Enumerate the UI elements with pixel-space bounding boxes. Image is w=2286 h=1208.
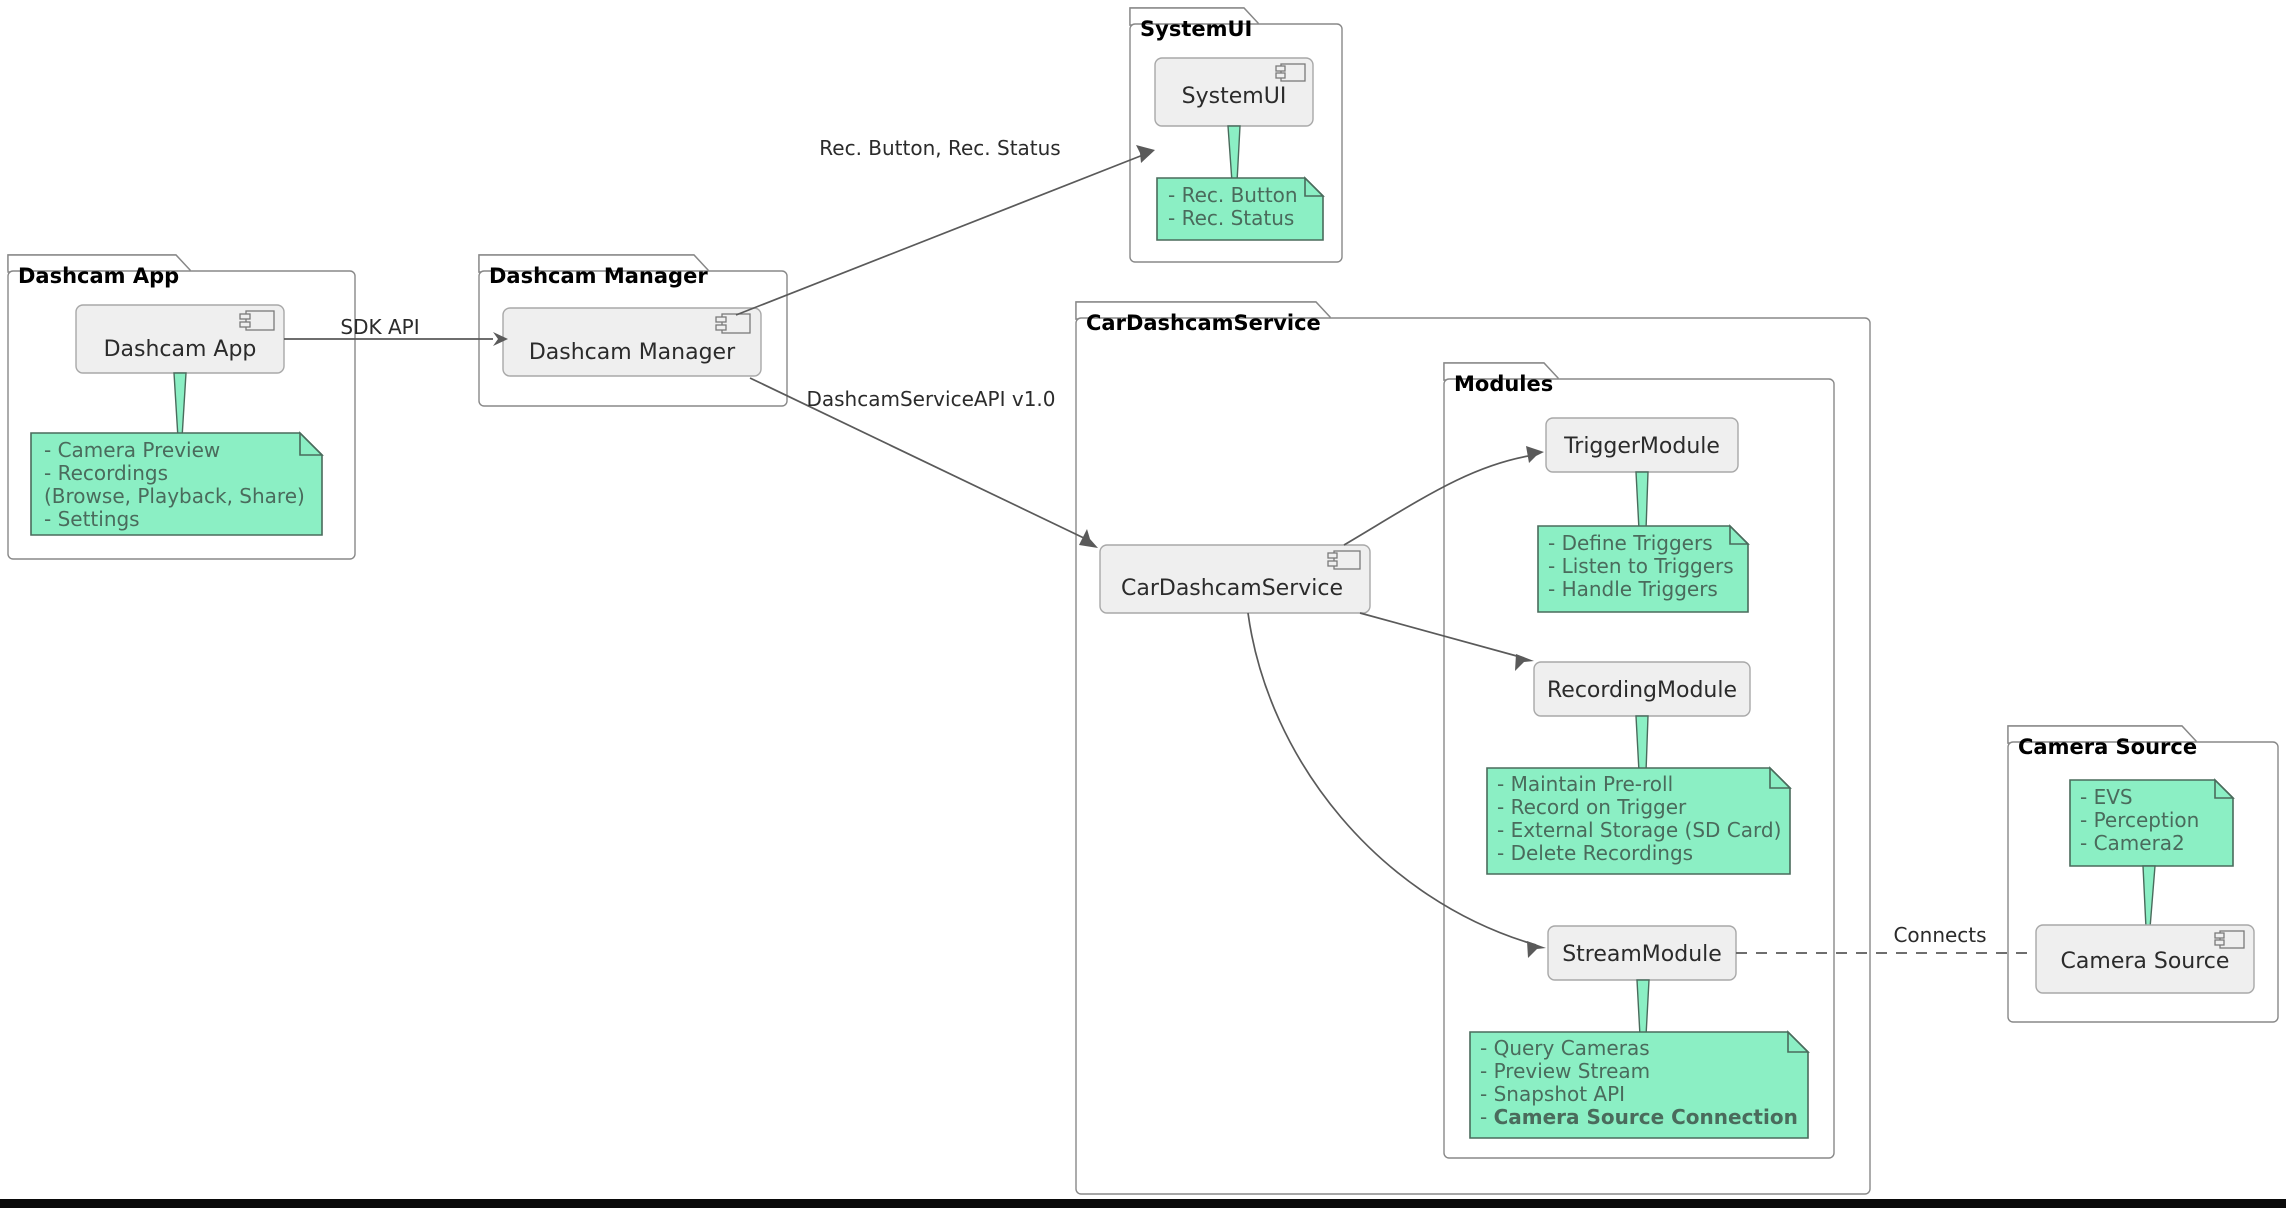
component-system-ui[interactable]: SystemUI xyxy=(1154,57,1314,127)
component-trigger-module[interactable]: TriggerModule xyxy=(1545,417,1739,473)
note-recording-module: - Maintain Pre-roll - Record on Trigger … xyxy=(1486,715,1792,875)
note-line: - External Storage (SD Card) xyxy=(1497,818,1781,842)
package-title-system-ui: SystemUI xyxy=(1140,17,1252,41)
component-label-system-ui: SystemUI xyxy=(1182,84,1287,109)
edge-line-to-trigger xyxy=(1343,454,1535,546)
note-body-trigger-module xyxy=(1537,525,1749,613)
edge-line-service-api xyxy=(749,377,1089,541)
note-line: - Define Triggers xyxy=(1548,531,1713,555)
note-system-ui: - Rec. Button - Rec. Status xyxy=(1156,125,1325,241)
edge-label-service-api: DashcamServiceAPI v1.0 xyxy=(806,387,1055,411)
component-box-dashcam-manager[interactable] xyxy=(502,307,762,377)
note-line: - Handle Triggers xyxy=(1548,577,1718,601)
note-fold-dashcam-app xyxy=(299,431,324,456)
note-line: - Camera Preview xyxy=(44,438,220,462)
note-fold-stream-module xyxy=(1787,1030,1810,1053)
package-title-dashcam-app: Dashcam App xyxy=(18,264,179,288)
note-line: - Query Cameras xyxy=(1480,1036,1650,1060)
note-fold-recording-module xyxy=(1769,766,1792,789)
edge-label-connects: Connects xyxy=(1893,923,1986,947)
edge-sdk-api: SDK API xyxy=(284,315,508,346)
component-label-dashcam-manager: Dashcam Manager xyxy=(529,340,736,365)
edge-rec-status: Rec. Button, Rec. Status xyxy=(735,136,1155,316)
component-label-dashcam-app: Dashcam App xyxy=(104,337,257,362)
component-label-camera-source: Camera Source xyxy=(2061,949,2230,974)
arrowhead-rec-status xyxy=(1136,145,1155,163)
component-car-dashcam-service[interactable]: CarDashcamService xyxy=(1099,544,1371,614)
note-line: - Recordings xyxy=(44,461,168,485)
uml-component-icon xyxy=(1327,550,1361,570)
note-line: (Browse, Playback, Share) xyxy=(44,484,305,508)
edge-label-rec-status: Rec. Button, Rec. Status xyxy=(819,136,1060,160)
arrowhead-to-recording xyxy=(1515,654,1534,671)
package-title-camera-source: Camera Source xyxy=(2018,735,2197,759)
note-line: - Perception xyxy=(2080,808,2199,832)
note-line: - Camera Source Connection xyxy=(1480,1105,1798,1129)
edge-line-rec-status xyxy=(735,154,1144,316)
note-dashcam-app: - Camera Preview - Recordings (Browse, P… xyxy=(30,372,324,536)
note-line: - Snapshot API xyxy=(1480,1082,1625,1106)
component-label-stream-module: StreamModule xyxy=(1562,942,1722,967)
edge-line-to-recording xyxy=(1359,612,1525,659)
note-line: - EVS xyxy=(2080,785,2133,809)
component-dashcam-manager[interactable]: Dashcam Manager xyxy=(502,307,762,377)
edge-label-sdk-api: SDK API xyxy=(340,315,419,339)
component-recording-module[interactable]: RecordingModule xyxy=(1533,661,1751,717)
note-line-bold: Camera Source Connection xyxy=(1494,1105,1798,1129)
note-line: - Delete Recordings xyxy=(1497,841,1693,865)
note-line: - Record on Trigger xyxy=(1497,795,1687,819)
note-line: - Preview Stream xyxy=(1480,1059,1650,1083)
arrowhead-sdk-api xyxy=(493,332,508,346)
component-camera-source[interactable]: Camera Source xyxy=(2035,924,2255,994)
note-line: - Camera2 xyxy=(2080,831,2185,855)
component-box-camera-source[interactable] xyxy=(2035,924,2255,994)
note-line: - Rec. Button xyxy=(1168,183,1298,207)
edge-service-api: DashcamServiceAPI v1.0 xyxy=(749,377,1098,548)
component-label-trigger-module: TriggerModule xyxy=(1563,434,1720,459)
bottom-border-bar xyxy=(0,1199,2286,1208)
note-body-camera-source xyxy=(2069,779,2234,867)
note-camera-source: - EVS - Perception - Camera2 xyxy=(2069,778,2235,929)
note-body-system-ui xyxy=(1156,177,1324,241)
note-trigger-module: - Define Triggers - Listen to Triggers -… xyxy=(1537,471,1750,613)
component-label-car-dashcam-service: CarDashcamService xyxy=(1121,576,1343,601)
note-body-dashcam-app xyxy=(30,432,323,536)
edge-to-trigger xyxy=(1343,446,1544,546)
note-line: - Listen to Triggers xyxy=(1548,554,1734,578)
uml-component-icon xyxy=(2214,930,2245,949)
note-body-stream-module xyxy=(1469,1031,1809,1139)
note-fold-system-ui xyxy=(1304,176,1325,197)
arrowhead-service-api xyxy=(1079,529,1098,548)
note-stream-module: - Query Cameras - Preview Stream - Snaps… xyxy=(1469,979,1810,1139)
component-stream-module[interactable]: StreamModule xyxy=(1547,925,1737,981)
arrowhead-to-stream xyxy=(1527,941,1546,958)
note-fold-camera-source xyxy=(2214,778,2235,799)
note-line: - Maintain Pre-roll xyxy=(1497,772,1673,796)
note-line: - Rec. Status xyxy=(1168,206,1294,230)
package-title-modules: Modules xyxy=(1454,372,1553,396)
note-body-recording-module xyxy=(1486,767,1791,875)
component-box-car-dashcam-service[interactable] xyxy=(1099,544,1371,614)
uml-component-icon xyxy=(1275,63,1306,82)
uml-component-icon xyxy=(715,313,751,334)
edge-to-stream xyxy=(1247,612,1546,958)
package-title-car-dashcam-service: CarDashcamService xyxy=(1086,311,1321,335)
edge-connects: Connects xyxy=(1736,923,2036,954)
package-title-dashcam-manager: Dashcam Manager xyxy=(489,264,708,288)
component-dashcam-app[interactable]: Dashcam App xyxy=(75,304,285,374)
component-label-recording-module: RecordingModule xyxy=(1547,678,1737,703)
note-line: - Settings xyxy=(44,507,140,531)
edge-to-recording xyxy=(1359,612,1534,671)
uml-component-icon xyxy=(239,310,275,331)
arrowhead-to-trigger xyxy=(1526,446,1544,463)
note-fold-trigger-module xyxy=(1729,524,1750,545)
edge-line-to-stream xyxy=(1247,612,1537,946)
